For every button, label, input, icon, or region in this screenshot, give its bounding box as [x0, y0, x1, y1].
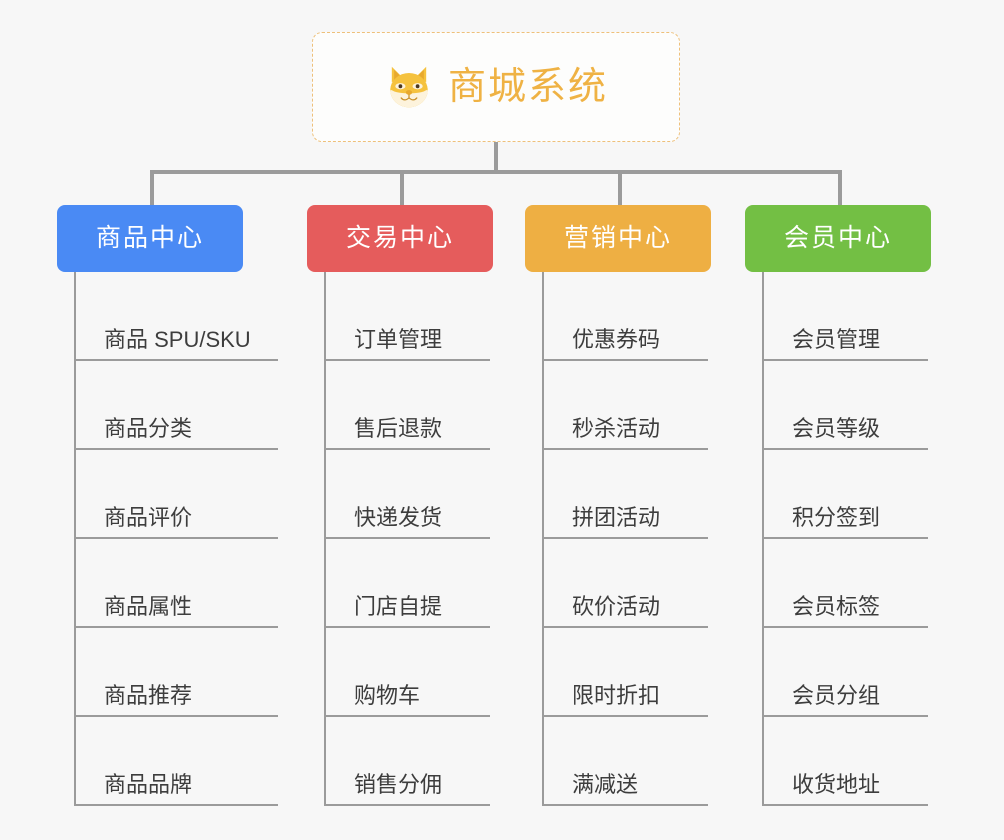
shiba-dog-icon — [390, 66, 428, 108]
leaf-item-label: 售后退款 — [354, 416, 443, 441]
leaf-item[interactable]: 会员管理 — [762, 272, 928, 361]
leaf-column-3: 会员管理会员等级积分签到会员标签会员分组收货地址 — [762, 272, 928, 806]
leaf-item[interactable]: 商品推荐 — [74, 628, 278, 717]
leaf-item[interactable]: 拼团活动 — [542, 450, 708, 539]
leaf-item[interactable]: 订单管理 — [324, 272, 490, 361]
category-box-3[interactable]: 会员中心 — [745, 205, 931, 272]
connector-drop-2 — [618, 170, 622, 206]
leaf-item[interactable]: 砍价活动 — [542, 539, 708, 628]
leaf-item-label: 砍价活动 — [572, 594, 661, 619]
leaf-item-label: 商品推荐 — [104, 683, 193, 708]
leaf-item-label: 会员标签 — [792, 594, 881, 619]
leaf-item[interactable]: 售后退款 — [324, 361, 490, 450]
leaf-item[interactable]: 会员等级 — [762, 361, 928, 450]
leaf-item-label: 购物车 — [354, 683, 421, 708]
leaf-spine — [74, 272, 76, 806]
leaf-item[interactable]: 满减送 — [542, 717, 708, 806]
connector-root-stem — [494, 142, 498, 173]
leaf-spine — [762, 272, 764, 806]
leaf-item-label: 满减送 — [572, 772, 639, 797]
leaf-item-label: 秒杀活动 — [572, 416, 661, 441]
leaf-item-label: 积分签到 — [792, 505, 881, 530]
leaf-item-label: 收货地址 — [792, 772, 881, 797]
category-label: 营销中心 — [563, 224, 672, 252]
leaf-item[interactable]: 门店自提 — [324, 539, 490, 628]
leaf-item[interactable]: 商品品牌 — [74, 717, 278, 806]
leaf-item-label: 快递发货 — [354, 505, 443, 530]
leaf-column-0: 商品 SPU/SKU 商品分类商品评价商品属性商品推荐商品品牌 — [74, 272, 278, 806]
leaf-item[interactable]: 秒杀活动 — [542, 361, 708, 450]
leaf-item[interactable]: 积分签到 — [762, 450, 928, 539]
category-label: 会员中心 — [783, 224, 892, 252]
leaf-item-label: 订单管理 — [354, 327, 443, 352]
leaf-item[interactable]: 会员标签 — [762, 539, 928, 628]
leaf-spine — [542, 272, 544, 806]
leaf-item[interactable]: 快递发货 — [324, 450, 490, 539]
connector-drop-0 — [150, 170, 154, 206]
leaf-item-label: 优惠券码 — [572, 327, 661, 352]
leaf-item-label: 商品属性 — [104, 594, 193, 619]
leaf-item[interactable]: 商品评价 — [74, 450, 278, 539]
root-title: 商城系统 — [447, 66, 608, 108]
leaf-item-label: 商品评价 — [104, 505, 193, 530]
leaf-item-label: 销售分佣 — [354, 772, 443, 797]
leaf-item[interactable]: 商品分类 — [74, 361, 278, 450]
root-node-商城系统[interactable]: 商城系统 — [312, 32, 680, 142]
leaf-item-label: 会员分组 — [792, 683, 881, 708]
category-box-1[interactable]: 交易中心 — [307, 205, 493, 272]
leaf-item-label: 拼团活动 — [572, 505, 661, 530]
leaf-item-label: 门店自提 — [354, 594, 443, 619]
leaf-item-label: 商品 SPU/SKU — [104, 327, 251, 352]
leaf-item-label: 会员等级 — [792, 416, 881, 441]
leaf-item[interactable]: 会员分组 — [762, 628, 928, 717]
leaf-column-1: 订单管理售后退款快递发货门店自提购物车销售分佣 — [324, 272, 490, 806]
leaf-item[interactable]: 购物车 — [324, 628, 490, 717]
leaf-spine — [324, 272, 326, 806]
leaf-item[interactable]: 限时折扣 — [542, 628, 708, 717]
category-box-0[interactable]: 商品中心 — [57, 205, 243, 272]
leaf-item[interactable]: 商品 SPU/SKU — [74, 272, 278, 361]
leaf-item[interactable]: 优惠券码 — [542, 272, 708, 361]
category-label: 交易中心 — [345, 224, 454, 252]
connector-drop-3 — [838, 170, 842, 206]
leaf-item-label: 限时折扣 — [572, 683, 661, 708]
leaf-item[interactable]: 商品属性 — [74, 539, 278, 628]
leaf-item[interactable]: 收货地址 — [762, 717, 928, 806]
category-box-2[interactable]: 营销中心 — [525, 205, 711, 272]
connector-drop-1 — [400, 170, 404, 206]
leaf-item-label: 商品分类 — [104, 416, 193, 441]
leaf-column-2: 优惠券码秒杀活动拼团活动砍价活动限时折扣满减送 — [542, 272, 708, 806]
leaf-item[interactable]: 销售分佣 — [324, 717, 490, 806]
connector-horizontal-bus — [150, 170, 842, 174]
category-label: 商品中心 — [95, 224, 204, 252]
leaf-item-label: 商品品牌 — [104, 772, 193, 797]
leaf-item-label: 会员管理 — [792, 327, 881, 352]
